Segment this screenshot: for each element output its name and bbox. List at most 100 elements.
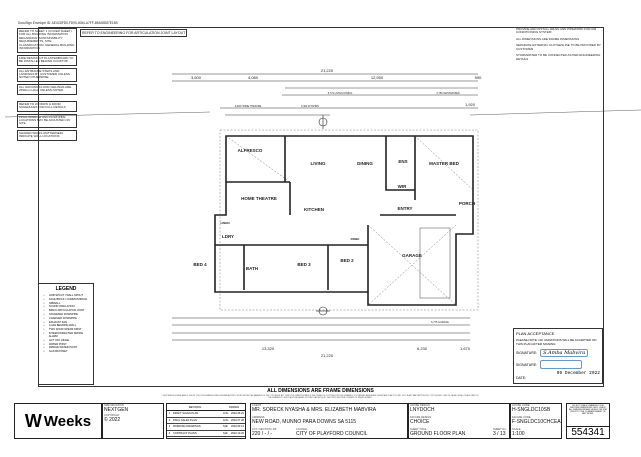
notes-left: REFER TO SHEET 1 (COVER SHEET) FOR ALL B…: [17, 28, 77, 141]
house-design-cell: HOUSE DESIGN LNYDOCH FACADE DESIGN CHOIC…: [408, 403, 510, 439]
legend-symbol-icon: •: [43, 297, 45, 301]
date-value: 09 December 2022: [556, 371, 600, 376]
legend-item: •SOUND INSULATION: [41, 305, 91, 308]
dim-home-theatre: 4,000 HOME THEATRE: [235, 105, 262, 108]
north-arrow-icon: [316, 115, 330, 316]
legend-item: •GAS BAYONET: [41, 350, 91, 353]
room-entry: ENTRY: [397, 206, 412, 211]
walls: [214, 135, 474, 306]
room-living: LIVING: [310, 161, 326, 166]
legend-symbol-icon: •: [43, 324, 45, 328]
note: PROVIDE AND INSTALL DRAIN AND PIPEWORK F…: [516, 27, 597, 35]
legend-symbol-icon: •: [43, 350, 45, 354]
dim-top-seg: 3,600: [191, 75, 202, 80]
legend-item: •CHARGED DOWNPIPE: [41, 317, 91, 320]
legend-item: •NIBWALL: [41, 302, 91, 305]
note: FIRE RESISTANT PLASTERBOARD TO BE INSTAL…: [17, 54, 77, 66]
note: SHADED WALLS (PATTERNED) INDICATE WALL L…: [17, 129, 77, 141]
dim-overall-bottom: 21,220: [321, 353, 334, 358]
note: STORMWATER TO BE CONNECTED AS PER ENGINE…: [516, 53, 601, 61]
room-wir: WIR: [398, 184, 407, 189]
drawing-frame: [38, 27, 604, 387]
room-kitchen: KITCHEN: [304, 207, 324, 212]
dimension-lines: [4, 73, 641, 341]
garage-slab: [419, 227, 451, 299]
note: REFER TO SHEET 1 (COVER SHEET) FOR ALL B…: [17, 28, 77, 53]
signature-1[interactable]: S.Amba Mabvira: [540, 349, 589, 357]
legend-symbol-icon: •: [43, 342, 45, 346]
dim-top-seg: 12,950: [371, 75, 384, 80]
dim-master-bed: 3,750 MASTER BED: [436, 92, 459, 95]
weeks-logo: W Weeks: [14, 403, 102, 439]
legend-item: •FRIDGE WATER POINT: [41, 346, 91, 349]
room-garage: GARAGE: [402, 253, 422, 258]
note: SEPARATE EXTERNAL CLOTHESLINE TO BE PROV…: [516, 43, 601, 51]
room-master-bed: MASTER BED: [429, 161, 460, 166]
dim-bottom-seg: 1,670: [460, 346, 471, 351]
room-ldry: LDRY: [222, 234, 234, 239]
legend-symbol-icon: •: [43, 294, 45, 297]
legend-symbol-icon: •: [43, 346, 45, 350]
legend-symbol-icon: •: [43, 331, 45, 335]
legend-item: •LOAD BEARING WALL: [41, 324, 91, 327]
dim-porch: 1,920: [465, 102, 476, 107]
date-label: DATE:: [516, 376, 527, 380]
dim-overall-top: 21,220: [321, 68, 334, 73]
legend-item: •BRICK ARTICULATION JOINT: [41, 309, 91, 312]
plan-acceptance-note: PLEASE NOTE: NO VARIATIONS WILL BE ACCEP…: [516, 338, 597, 346]
legend-symbol-icon: •: [43, 338, 45, 342]
room-ens: ENS: [398, 159, 407, 164]
room-bed2: BED 2: [340, 258, 354, 263]
legend: LEGEND •HOB SPOUT / WALL SPOUT•FACE BRIC…: [38, 283, 94, 385]
legend-symbol-icon: •: [43, 320, 45, 324]
plan-acceptance-title: PLAN ACCEPTANCE: [516, 331, 555, 336]
dim-living-dining: 5,770 LIVING DINING: [328, 92, 353, 95]
plan-acceptance: PLAN ACCEPTANCE PLEASE NOTE: NO VARIATIO…: [513, 328, 603, 384]
dim-top-seg: 590: [475, 75, 482, 80]
note: ALL ENTRANCE STEPS AND LANDINGS BY CUSTO…: [17, 67, 77, 82]
frame-dimensions-note: ALL DIMENSIONS ARE FRAME DIMENSIONS: [267, 388, 374, 394]
eaves-outline: [219, 129, 479, 311]
legend-symbol-icon: •: [43, 312, 45, 316]
note: ALL GROUND FLOOR CEILINGS ARE 2550mm HIG…: [17, 83, 77, 95]
house-code-cell: HOUSE CODE H-SNGLDC10SB FACADE CODE F-SN…: [510, 403, 562, 439]
notes-right: PROVIDE AND INSTALL DRAIN AND PIPEWORK F…: [516, 27, 602, 61]
legend-item: •HOB SPOUT / WALL SPOUT: [41, 294, 91, 297]
room-bed3: BED 3: [297, 262, 311, 267]
signature-label: SIGNATURE:: [516, 362, 538, 367]
dim-top-seg: 4,080: [248, 75, 259, 80]
room-bed4: BED 4: [193, 262, 207, 267]
note: FINAL WINDOW AND DOWNPIPE LOCATIONS MAY …: [17, 113, 77, 128]
legend-symbol-icon: •: [43, 301, 45, 305]
dim-bottom-seg: 6,230: [417, 346, 428, 351]
copyright-note: © 2022 WEEKS HOMES (ABN 47 008 087 278).…: [161, 395, 479, 399]
legend-item: •STANDARD DOWNPIPE: [41, 313, 91, 316]
legend-symbol-icon: •: [43, 309, 45, 313]
note: ALL DIMENSIONS ARE FRAME DIMENSIONS: [516, 36, 580, 41]
dim-bottom-seg: 13,320: [262, 346, 275, 351]
room-dining: DINING: [357, 161, 373, 166]
legend-item: •LIFT OFF HINGE: [41, 339, 91, 342]
legend-item: •EXHAUST FAN: [41, 321, 91, 324]
legend-symbol-icon: •: [43, 328, 45, 332]
job-number-cell: DO NOT SCALE DRAWINGS. USE WRITTEN DIMEN…: [566, 403, 610, 439]
client-cell: CLIENT MR. SORECK NYASHA & MRS. ELIZABET…: [250, 403, 408, 439]
envelope-id: DocuSign Envelope ID: AE4C8FD0-FD90-4084…: [18, 21, 118, 25]
room-robe: ROBE: [351, 237, 360, 241]
signature-2[interactable]: [540, 360, 583, 369]
specification-cell: SPECIFICATION NEXTGEN COPYRIGHT © 2022: [102, 403, 164, 439]
room-home-theatre: HOME THEATRE: [241, 196, 277, 201]
legend-item: •TWO DOOR OPENS FIRST: [41, 328, 91, 331]
room-alfresco: ALFRESCO: [238, 148, 263, 153]
dim-garage: 5,775 GARAGE: [431, 321, 449, 324]
dim-kitchen: 3,400 KITCHEN: [301, 105, 319, 108]
room-bath: BATH: [246, 266, 258, 271]
note: REFER TO WINDOW & DOOR SCHEDULES FOR FUL…: [17, 100, 77, 112]
